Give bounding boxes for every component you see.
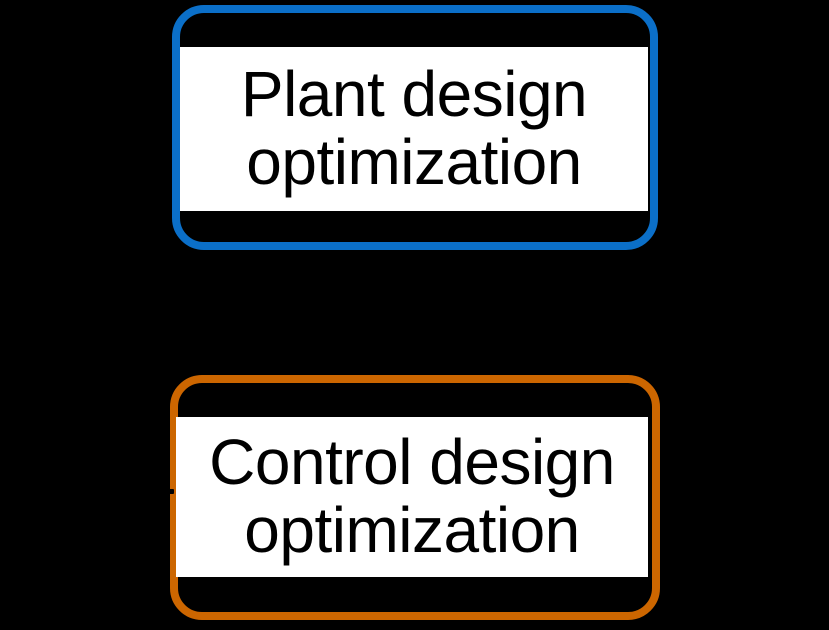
control-design-optimization-label-line-2: optimization — [244, 494, 580, 566]
control-design-optimization-node[interactable] — [170, 375, 660, 620]
plant-design-optimization-node[interactable] — [172, 5, 658, 250]
plant-design-optimization-label: Plant design optimization — [180, 47, 648, 211]
control-design-optimization-label: Control design optimization — [176, 417, 648, 577]
control-left-connector-stub-icon — [162, 489, 174, 494]
control-design-optimization-label-line-1: Control design — [209, 426, 615, 499]
plant-design-optimization-label-line-2: optimization — [246, 126, 582, 198]
plant-design-optimization-label-line-1: Plant design — [240, 58, 588, 131]
